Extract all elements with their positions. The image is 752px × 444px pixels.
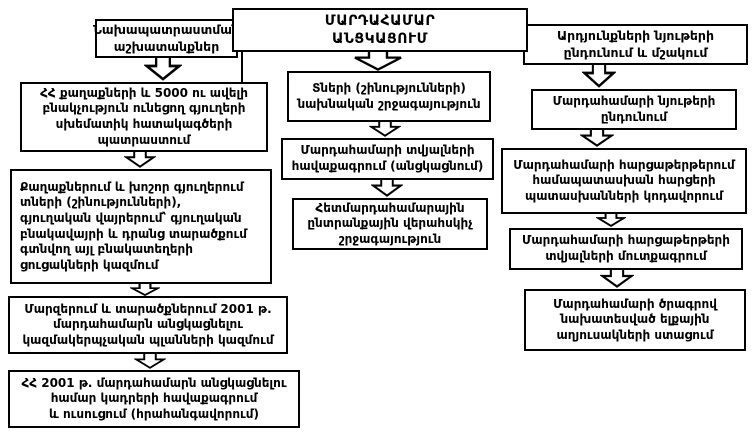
down-arrow-icon: [580, 128, 614, 147]
right-step-box-4: Մարդահամարի ծրագրով նախատեսված ելքային ա…: [524, 289, 746, 351]
down-arrow-icon: [596, 212, 626, 227]
right-column-header-box: Արդյունքների նյութերի ընդունում և մշակու…: [523, 24, 748, 65]
right-step-box-1: Մարդահամարի նյութերի ընդունում: [531, 89, 737, 130]
down-arrow-icon: [144, 56, 182, 81]
down-arrow-icon: [134, 353, 166, 369]
down-arrow-icon: [369, 120, 401, 137]
down-arrow-icon: [124, 150, 156, 168]
middle-step-box-2: Մարդահամարի տվյալների հավաքագրում (անցկա…: [281, 138, 494, 180]
down-arrow-icon: [600, 268, 634, 288]
middle-step-box-3: Հետմարդահամարային ընտրանքային վերահսկիչ …: [292, 198, 488, 250]
left-step-box-4: ՀՀ 2001 թ. մարդահամարն անցկացնելու համար…: [8, 370, 300, 428]
right-step-box-3: Մարդահամարի հարցաթերթերի տվյալների մուտք…: [509, 228, 743, 270]
down-arrow-icon: [582, 63, 616, 88]
down-arrow-icon: [354, 50, 402, 71]
middle-step-box-1: Տների (շինությունների) նախնական շրջագայո…: [287, 71, 491, 122]
down-arrow-icon: [130, 283, 160, 296]
down-arrow-icon: [371, 178, 403, 197]
left-step-box-3: Մարզերում և տարածքներում 2001 թ. մարդահա…: [8, 296, 288, 354]
left-step-box-1: ՀՀ քաղաքների և 5000 ու ավելի բնակչությու…: [20, 82, 268, 152]
left-step-box-2: Քաղաքներում և խոշոր գյուղերում տների (շի…: [10, 169, 272, 284]
left-column-header-box: Նախապատրաստման աշխատանքներ: [93, 19, 240, 58]
flowchart-title-box: ՄԱՐԴԱՀԱՄԱՐ ԱՆՑԿԱՑՈՒՄ: [232, 8, 528, 52]
connector-line: [241, 50, 243, 82]
right-step-box-2: Մարդահամարի հարցաթերթերում համապատասխան …: [501, 148, 747, 214]
